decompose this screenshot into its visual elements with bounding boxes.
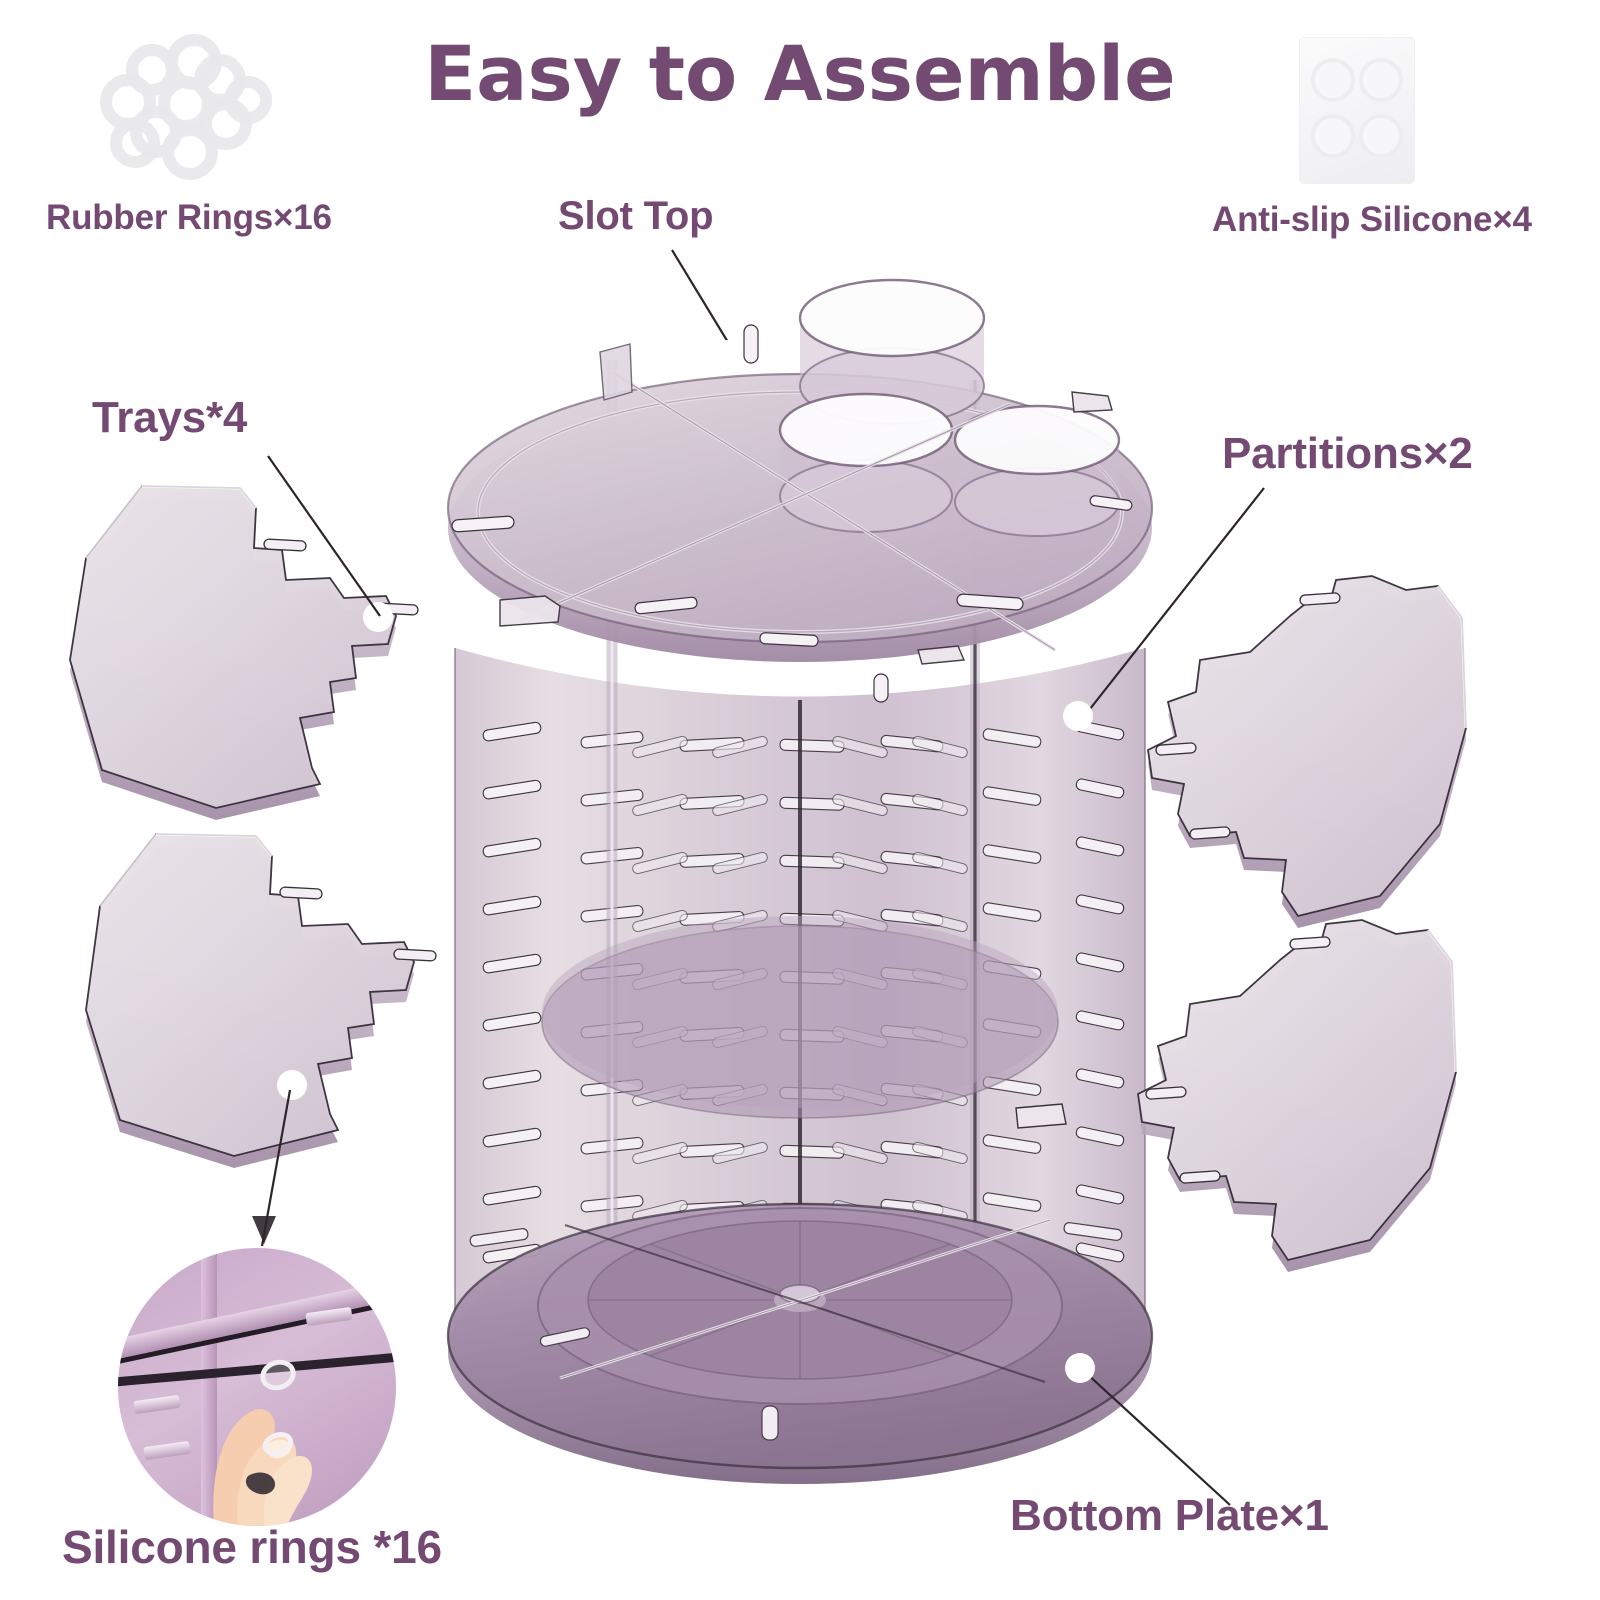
top-plate-clips bbox=[499, 391, 1113, 665]
trays-label: Trays*4 bbox=[92, 393, 248, 442]
bottom-plate bbox=[446, 1202, 1154, 1484]
callout-dot-slot-top bbox=[711, 340, 741, 370]
callout-dot-bottom-plate bbox=[1065, 1353, 1095, 1383]
bottom-plate-slots bbox=[469, 1222, 1123, 1441]
callout-leaders bbox=[252, 249, 1265, 1506]
tray-lower-left bbox=[85, 832, 437, 1168]
callout-dot-partitions bbox=[1063, 701, 1093, 731]
inner-shelf bbox=[541, 916, 1059, 1119]
tray-upper-left bbox=[69, 484, 419, 820]
partition-lower-right bbox=[1015, 919, 1458, 1272]
rubber-ring-cluster-icon bbox=[96, 32, 286, 182]
top-plate-slots bbox=[451, 324, 1133, 703]
silicone-rings-inset-photo bbox=[118, 1248, 396, 1526]
slot-top-plate bbox=[446, 278, 1154, 703]
cross-partition-top-view bbox=[519, 343, 1056, 652]
partition-upper-right bbox=[1147, 575, 1468, 928]
anti-slip-silicone-label: Anti-slip Silicone×4 bbox=[1212, 200, 1532, 239]
bottom-plate-label: Bottom Plate×1 bbox=[1010, 1491, 1329, 1540]
silicone-rings-label: Silicone rings *16 bbox=[62, 1521, 442, 1573]
silicone-pad-sheet-icon bbox=[1300, 38, 1414, 183]
brush-holder-rings bbox=[778, 278, 1121, 537]
page-title: Easy to Assemble bbox=[424, 29, 1176, 118]
slot-top-label: Slot Top bbox=[558, 194, 714, 238]
partitions-label: Partitions×2 bbox=[1222, 429, 1473, 478]
rubber-rings-label: Rubber Rings×16 bbox=[46, 198, 332, 237]
